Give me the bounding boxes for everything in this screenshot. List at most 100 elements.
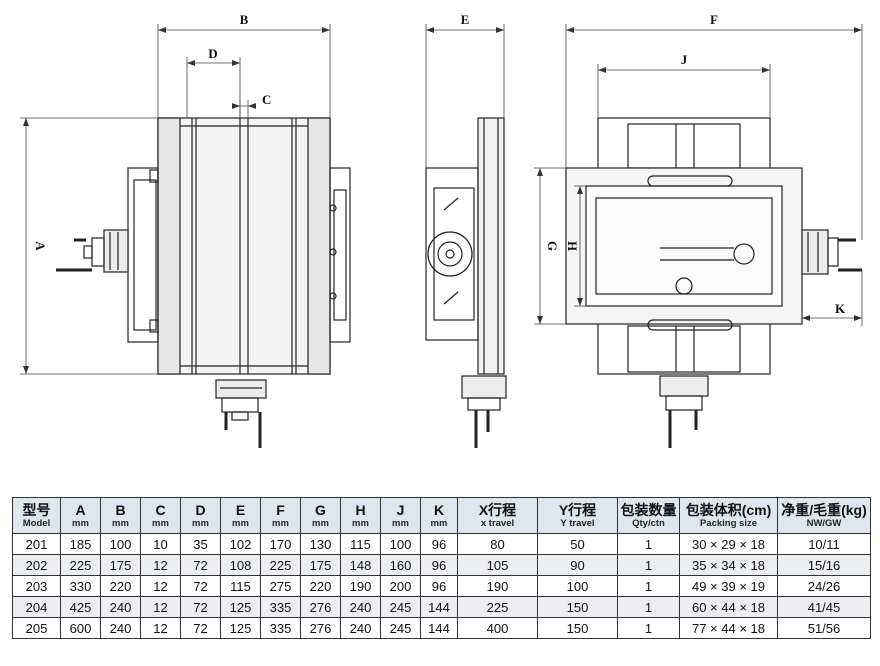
column-header-label: H [355,501,366,518]
table-cell: 72 [180,617,221,639]
table-cell: 225 [260,554,301,576]
dim-label-c: C [262,92,271,107]
table-cell: 150 [537,596,618,618]
table-cell: 190 [457,575,538,597]
column-header-sublabel: Y travel [560,517,595,529]
dimension-arrows [23,27,862,374]
table-cell: 144 [420,596,458,618]
table-cell: 335 [260,617,301,639]
table-cell: 72 [180,575,221,597]
table-cell: 100 [100,533,141,555]
table-cell: 190 [340,575,381,597]
table-cell: 12 [140,617,181,639]
table-cell: 51/56 [777,617,871,639]
dim-label-d: D [208,46,217,61]
table-cell: 15/16 [777,554,871,576]
table-cell: 330 [60,575,101,597]
technical-drawing: B D C A E F J G H K [20,12,863,448]
table-cell: 102 [220,533,261,555]
table-cell: 10 [140,533,181,555]
column-header-label: G [315,501,326,518]
column-header-label: 包装数量 [620,501,677,518]
table-cell: 30 × 29 × 18 [679,533,778,555]
table-cell: 77 × 44 × 18 [679,617,778,639]
table-cell: 240 [100,617,141,639]
column-header-label: J [396,501,405,518]
column-header-sublabel: mm [430,517,448,529]
table-cell: 60 × 44 × 18 [679,596,778,618]
table-cell: 201 [12,533,61,555]
column-header: 包装体积(cm)Packing size [679,497,778,534]
table-cell: 160 [380,554,421,576]
table-cell: 49 × 39 × 19 [679,575,778,597]
table-cell: 115 [220,575,261,597]
dim-label-f: F [710,12,718,27]
table-cell: 225 [60,554,101,576]
table-cell: 225 [457,596,538,618]
table-cell: 150 [537,617,618,639]
table-cell: 275 [260,575,301,597]
table-cell: 335 [260,596,301,618]
table-cell: 130 [300,533,341,555]
column-header-sublabel: Model [22,517,51,529]
dim-label-g: G [545,241,560,251]
table-cell: 12 [140,575,181,597]
table-cell: 96 [420,575,458,597]
table-cell: 205 [12,617,61,639]
dim-label-j: J [681,52,688,67]
table-cell: 203 [12,575,61,597]
table-cell: 148 [340,554,381,576]
column-header-sublabel: mm [152,517,169,529]
table-cell: 80 [457,533,538,555]
column-header-sublabel: mm [312,517,329,529]
column-header-sublabel: x travel [480,517,515,529]
table-cell: 204 [12,596,61,618]
column-header-sublabel: mm [112,517,129,529]
table-cell: 105 [457,554,538,576]
dim-label-h: H [565,241,580,251]
column-header-sublabel: mm [72,517,89,529]
column-header-sublabel: mm [272,517,289,529]
table-cell: 1 [617,617,680,639]
column-header-sublabel: Qty/ctn [632,517,665,529]
column-header-label: 包装体积(cm) [685,501,772,518]
column-header-label: 型号 [22,501,51,518]
column-header-label: B [115,501,126,518]
table-cell: 100 [537,575,618,597]
table-cell: 400 [457,617,538,639]
table-cell: 245 [380,617,421,639]
table-cell: 1 [617,575,680,597]
column-header-sublabel: Packing size [699,517,758,529]
front-view [56,117,351,448]
table-cell: 175 [100,554,141,576]
column-header-label: C [155,501,166,518]
column-header-sublabel: NW/GW [806,517,842,529]
column-header-sublabel: mm [192,517,209,529]
table-cell: 1 [617,554,680,576]
table-cell: 240 [340,596,381,618]
column-header-label: X行程 [478,501,517,518]
table-cell: 72 [180,554,221,576]
table-cell: 425 [60,596,101,618]
table-cell: 90 [537,554,618,576]
table-cell: 200 [380,575,421,597]
column-header-label: Y行程 [558,501,597,518]
table-cell: 24/26 [777,575,871,597]
